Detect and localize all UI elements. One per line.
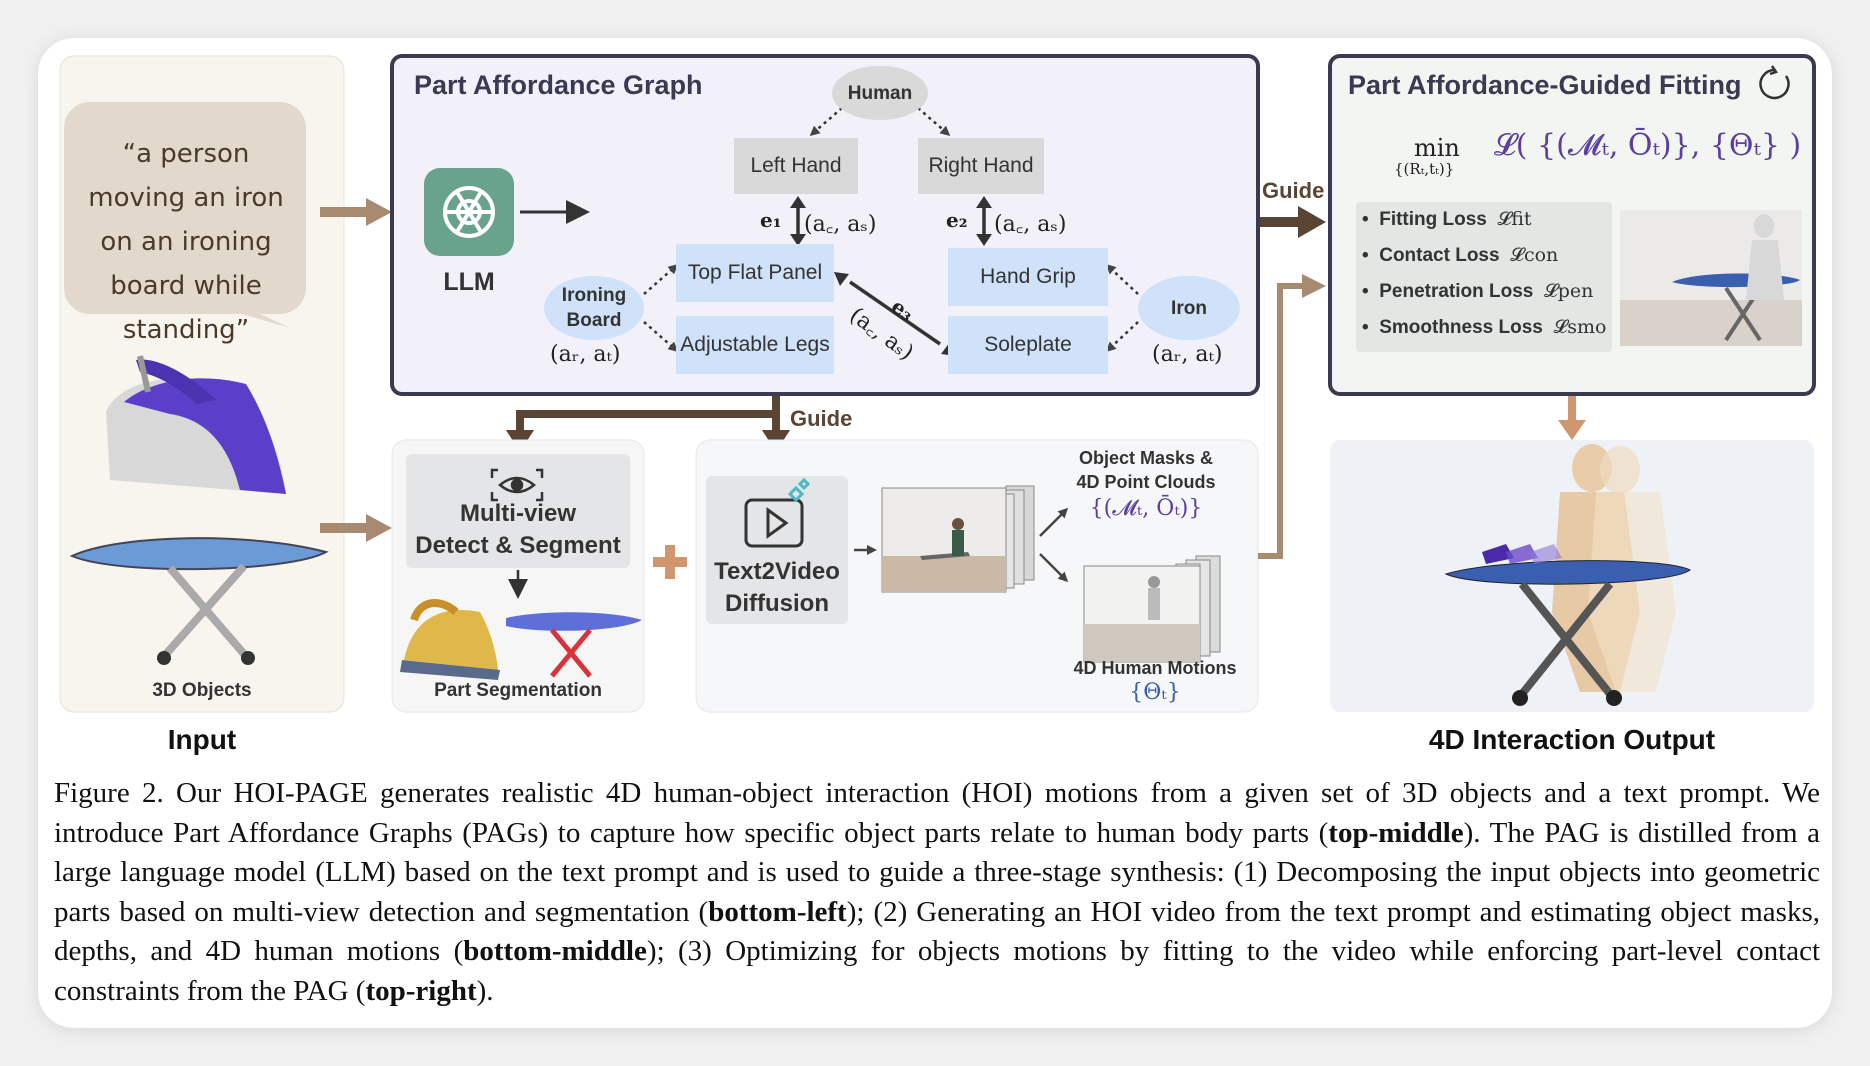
- objects-label: 3D Objects: [152, 680, 252, 701]
- node-left-hand: Left Hand: [734, 138, 858, 194]
- node-right-hand: Right Hand: [918, 138, 1044, 194]
- diffusion-title-line2: Diffusion: [725, 590, 829, 617]
- eye-icon: [490, 468, 544, 502]
- guide-label-bottom: Guide: [790, 406, 853, 431]
- objective-sub: {(Rₜ,tₜ)}: [1394, 160, 1455, 178]
- segmented-iron: [400, 599, 500, 680]
- edge-e1-label: e₁: [760, 208, 782, 232]
- llm-label: LLM: [443, 268, 495, 296]
- speech-bubble: [64, 102, 306, 328]
- masks-label-line1: Object Masks &: [1078, 448, 1214, 468]
- input-section-label: Input: [167, 724, 237, 755]
- refresh-icon: [1759, 65, 1790, 100]
- segmentation-title-line1: Multi-view: [459, 500, 576, 527]
- point-cloud-frames: [1083, 555, 1221, 663]
- objective-expr: 𝓛( {(𝓜ₜ, Ōₜ)}, {Θₜ} ): [1494, 128, 1802, 163]
- objective-min: min: [1414, 134, 1460, 162]
- ironing-board-3d-object: [69, 537, 329, 665]
- pag-title: Part Affordance Graph: [414, 70, 703, 100]
- text-prompt: “a person moving an iron on an ironing b…: [88, 139, 284, 345]
- fitting-title: Part Affordance-Guided Fitting: [1348, 70, 1742, 100]
- part-segmentation-label: Part Segmentation: [434, 680, 602, 701]
- edge-e2-math: (a꜀, aₛ): [994, 212, 1067, 237]
- guide-label-right: Guide: [1262, 178, 1325, 203]
- iron-3d-object: [106, 355, 286, 494]
- board-affordance-math: (aᵣ, aₜ): [550, 342, 621, 367]
- masks-label-line2: 4D Point Clouds: [1076, 472, 1216, 492]
- output-label: 4D Interaction Output: [1428, 724, 1716, 755]
- fitting-preview-image: [1620, 210, 1802, 346]
- video-play-icon: [744, 477, 811, 548]
- node-hand-grip: Hand Grip: [948, 248, 1108, 306]
- edge-e1-math: (a꜀, aₛ): [804, 212, 877, 237]
- edge-e2-label: e₂: [946, 208, 968, 232]
- loss-item: • Smoothness Loss 𝓛smo: [1362, 316, 1607, 338]
- motions-label: 4D Human Motions: [1073, 658, 1237, 678]
- motions-math: {Θₜ}: [1129, 680, 1181, 705]
- node-iron: Iron: [1138, 276, 1240, 340]
- video-frames: [881, 485, 1035, 593]
- segmentation-title-line2: Detect & Segment: [415, 532, 621, 559]
- iron-affordance-math: (aᵣ, aₜ): [1152, 342, 1223, 367]
- node-adjustable-legs: Adjustable Legs: [676, 316, 834, 374]
- loss-item: • Fitting Loss 𝓛fit: [1362, 208, 1532, 230]
- output-render: [1444, 444, 1691, 706]
- node-soleplate: Soleplate: [948, 316, 1108, 374]
- loss-item: • Penetration Loss 𝓛pen: [1362, 280, 1594, 302]
- node-top-flat-panel: Top Flat Panel: [676, 244, 834, 302]
- diffusion-title-line1: Text2Video: [714, 558, 840, 585]
- segmented-board: [506, 612, 642, 678]
- masks-math: {(𝓜ₜ, Ōₜ)}: [1089, 496, 1203, 521]
- node-human: Human: [832, 66, 928, 120]
- loss-item: • Contact Loss 𝓛con: [1362, 244, 1559, 266]
- node-ironing-board: Ironing Board: [544, 276, 644, 340]
- figure-caption: Figure 2. Our HOI-PAGE generates realist…: [54, 777, 1821, 1007]
